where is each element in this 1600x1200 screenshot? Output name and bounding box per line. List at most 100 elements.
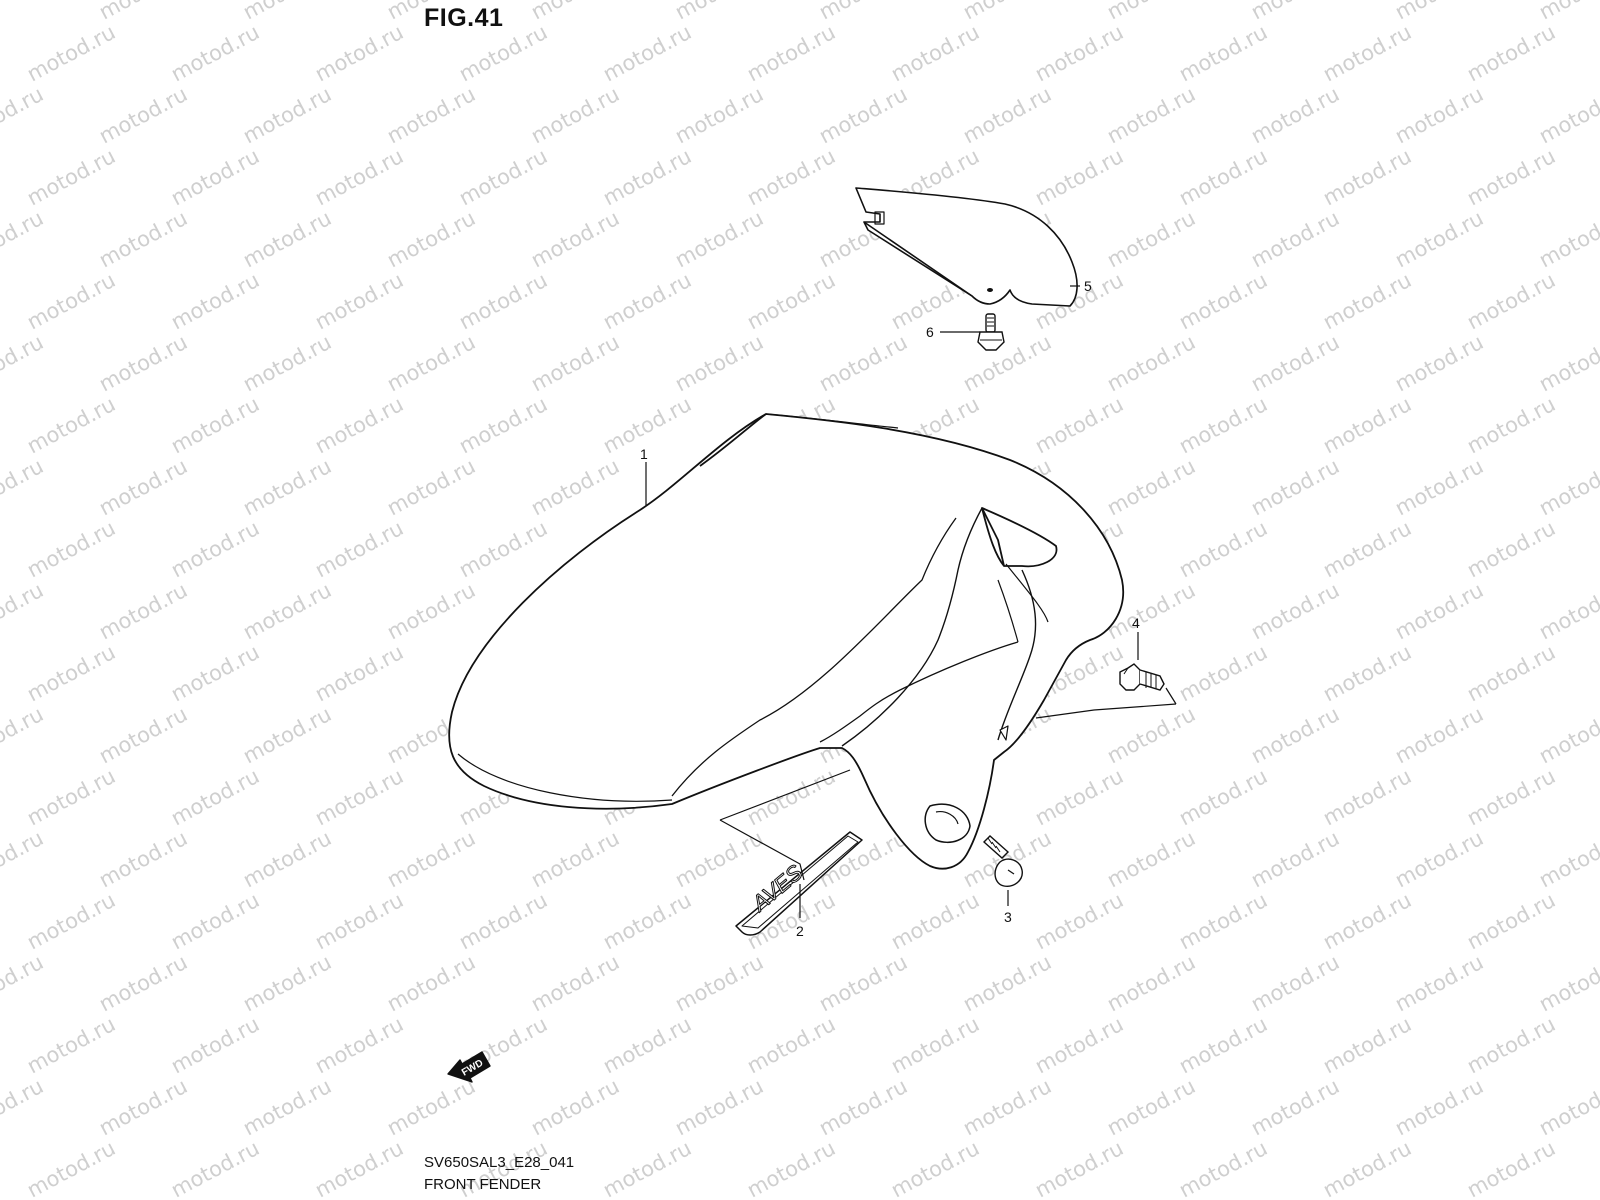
watermark-text: motod.ru [959, 82, 1055, 148]
watermark-text: motod.ru [311, 888, 407, 954]
watermark-text: motod.ru [167, 392, 263, 458]
watermark-text: motod.ru [311, 1012, 407, 1078]
watermark-text: motod.ru [311, 764, 407, 830]
watermark-text: motod.ru [167, 268, 263, 334]
watermark-text: motod.ru [1103, 206, 1199, 272]
watermark-text: motod.ru [1319, 640, 1415, 706]
watermark-text: motod.ru [0, 330, 47, 396]
watermark-text: motod.ru [1103, 950, 1199, 1016]
watermark-text: motod.ru [239, 702, 335, 768]
side-bolt-drawing [1119, 663, 1165, 691]
watermark-text: motod.ru [959, 1074, 1055, 1140]
watermark-text: motod.ru [1103, 1074, 1199, 1140]
watermark-text: motod.ru [743, 268, 839, 334]
brace-plate-drawing [855, 187, 1078, 307]
watermark-text: motod.ru [815, 330, 911, 396]
front-fender-drawing [448, 413, 1125, 870]
watermark-text: motod.ru [1535, 578, 1600, 644]
watermark-text: motod.ru [1175, 1136, 1271, 1200]
callout-6: 6 [926, 324, 934, 340]
watermark-text: motod.ru [671, 950, 767, 1016]
watermark-text: motod.ru [743, 1012, 839, 1078]
watermark-text: motod.ru [167, 640, 263, 706]
watermark-text: motod.ru [1103, 826, 1199, 892]
watermark-text: motod.ru [1319, 1136, 1415, 1200]
watermark-text: motod.ru [1463, 764, 1559, 830]
watermark-text: motod.ru [815, 950, 911, 1016]
watermark-text: motod.ru [95, 702, 191, 768]
watermark-text: motod.ru [1535, 82, 1600, 148]
watermark-text: motod.ru [1175, 1012, 1271, 1078]
watermark-text: motod.ru [1247, 206, 1343, 272]
watermark-text: motod.ru [239, 950, 335, 1016]
watermark-text: motod.ru [1391, 206, 1487, 272]
watermark-text: motod.ru [0, 82, 47, 148]
watermark-text: motod.ru [1391, 1074, 1487, 1140]
watermark-text: motod.ru [1247, 82, 1343, 148]
watermark-text: motod.ru [23, 516, 119, 582]
watermark-text: motod.ru [455, 268, 551, 334]
watermark-text: motod.ru [95, 950, 191, 1016]
callout-1: 1 [640, 446, 648, 462]
watermark-text: motod.ru [95, 578, 191, 644]
watermark-text: motod.ru [23, 1012, 119, 1078]
watermark-text: motod.ru [239, 578, 335, 644]
watermark-text: motod.ru [383, 1074, 479, 1140]
watermark-text: motod.ru [0, 454, 47, 520]
watermark-text: motod.ru [239, 0, 335, 24]
watermark-text: motod.ru [671, 0, 767, 24]
watermark-text: motod.ru [1175, 640, 1271, 706]
watermark-text: motod.ru [23, 268, 119, 334]
watermark-text: motod.ru [1103, 702, 1199, 768]
watermark-text: motod.ru [455, 888, 551, 954]
watermark-text: motod.ru [239, 454, 335, 520]
watermark-text: motod.ru [599, 888, 695, 954]
watermark-text: motod.ru [887, 1136, 983, 1200]
watermark-text: motod.ru [1175, 516, 1271, 582]
watermark-text: motod.ru [743, 764, 839, 830]
watermark-text: motod.ru [311, 20, 407, 86]
watermark-text: motod.ru [1031, 888, 1127, 954]
watermark-text: motod.ru [527, 206, 623, 272]
watermark-text: motod.ru [599, 1012, 695, 1078]
watermark-text: motod.ru [599, 20, 695, 86]
watermark-text: motod.ru [1535, 206, 1600, 272]
watermark-text: motod.ru [311, 516, 407, 582]
watermark-text: motod.ru [455, 516, 551, 582]
watermark-text: motod.ru [0, 0, 47, 24]
watermark-text: motod.ru [1391, 82, 1487, 148]
watermark-text: motod.ru [743, 20, 839, 86]
watermark-text: motod.ru [167, 144, 263, 210]
watermark-text: motod.ru [1247, 702, 1343, 768]
watermark-text: motod.ru [1031, 392, 1127, 458]
watermark-text: motod.ru [95, 1074, 191, 1140]
watermark-text: motod.ru [311, 144, 407, 210]
watermark-text: motod.ru [671, 82, 767, 148]
figure-title: FIG.41 [424, 4, 504, 32]
watermark-text: motod.ru [95, 82, 191, 148]
watermark-text: motod.ru [95, 826, 191, 892]
watermark-text: motod.ru [1391, 0, 1487, 24]
watermark-text: motod.ru [1463, 20, 1559, 86]
watermark-text: motod.ru [455, 392, 551, 458]
watermark-text: motod.ru [0, 578, 47, 644]
watermark-text: motod.ru [1391, 826, 1487, 892]
watermark-text: motod.ru [239, 1074, 335, 1140]
fwd-arrow-icon: FWD [447, 1051, 491, 1083]
watermark-text: motod.ru [167, 20, 263, 86]
watermark-text: motod.ru [95, 206, 191, 272]
watermark-text: motod.ru [1535, 702, 1600, 768]
watermark-text: motod.ru [0, 950, 47, 1016]
watermark-text: motod.ru [1319, 1012, 1415, 1078]
watermark-text: motod.ru [1535, 1074, 1600, 1140]
watermark-text: motod.ru [239, 330, 335, 396]
callout-2: 2 [796, 923, 804, 939]
watermark-text: motod.ru [815, 1074, 911, 1140]
watermark-text: motod.ru [1391, 950, 1487, 1016]
watermark-text: motod.ru [1463, 640, 1559, 706]
watermark-text: motod.ru [1463, 1136, 1559, 1200]
callout-4: 4 [1132, 615, 1140, 631]
watermark-text: motod.ru [0, 206, 47, 272]
watermark-text: motod.ru [743, 1136, 839, 1200]
